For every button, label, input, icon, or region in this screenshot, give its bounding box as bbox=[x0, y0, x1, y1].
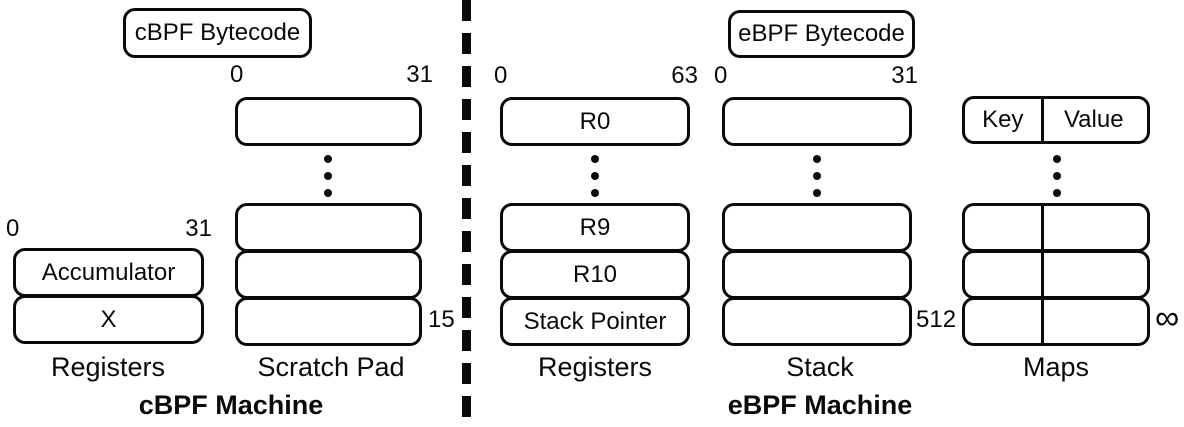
map-cell-divider bbox=[1040, 205, 1044, 250]
ebpf-maps-row bbox=[962, 203, 1150, 252]
ebpf-stack-cell-top bbox=[722, 97, 912, 146]
register-label: R9 bbox=[579, 213, 611, 241]
cbpf-bytecode-box: cBPF Bytecode bbox=[123, 8, 312, 58]
vertical-ellipsis-icon bbox=[813, 155, 821, 197]
vertical-ellipsis-icon bbox=[324, 155, 332, 197]
ebpf-stack-cell-bottom bbox=[722, 297, 912, 346]
cbpf-machine-title: cBPF Machine bbox=[138, 390, 324, 420]
bit-start-label: 0 bbox=[714, 62, 728, 89]
map-cell-divider bbox=[1040, 98, 1044, 142]
bit-end-label: 31 bbox=[185, 215, 212, 242]
vertical-ellipsis-icon bbox=[1053, 155, 1061, 197]
ebpf-registers-bit-range: 0 63 bbox=[494, 63, 698, 89]
maps-value-header: Value bbox=[1063, 106, 1124, 133]
ebpf-maps-header-row: Key Value bbox=[962, 96, 1150, 144]
cbpf-scratchpad-cell-bottom bbox=[235, 297, 422, 346]
bit-start-label: 0 bbox=[494, 62, 508, 89]
map-cell-divider bbox=[1040, 252, 1044, 297]
cbpf-scratchpad-cell bbox=[235, 250, 422, 299]
cbpf-scratchpad-cell-top bbox=[235, 97, 422, 146]
ebpf-stack-count: 512 bbox=[916, 306, 957, 333]
ebpf-maps-row bbox=[962, 250, 1150, 299]
ebpf-stack-cell bbox=[722, 250, 912, 299]
ebpf-bytecode-box: eBPF Bytecode bbox=[728, 10, 915, 58]
bit-start-label: 0 bbox=[6, 215, 20, 242]
cbpf-registers-bit-range: 0 31 bbox=[6, 216, 212, 242]
vertical-ellipsis-icon bbox=[591, 155, 599, 197]
bit-start-label: 0 bbox=[230, 61, 244, 88]
cbpf-scratchpad-bit-range: 0 31 bbox=[230, 62, 433, 88]
register-label: Accumulator bbox=[41, 258, 176, 286]
register-label: X bbox=[100, 305, 117, 333]
ebpf-stack-bit-range: 0 31 bbox=[714, 63, 918, 89]
ebpf-stack-column-label: Stack bbox=[786, 352, 854, 382]
ebpf-bytecode-label: eBPF Bytecode bbox=[738, 20, 905, 47]
ebpf-register-r10: R10 bbox=[500, 250, 690, 299]
register-label: Stack Pointer bbox=[523, 307, 667, 335]
ebpf-stack-cell bbox=[722, 203, 912, 252]
bit-end-label: 31 bbox=[406, 61, 433, 88]
cbpf-bytecode-label: cBPF Bytecode bbox=[134, 19, 301, 46]
register-label: R0 bbox=[579, 107, 611, 135]
cbpf-registers-column-label: Registers bbox=[50, 352, 166, 382]
maps-key-header: Key bbox=[982, 106, 1024, 133]
cbpf-scratchpad-count: 15 bbox=[428, 306, 455, 333]
cbpf-scratchpad-column-label: Scratch Pad bbox=[257, 352, 405, 382]
ebpf-machine-title: eBPF Machine bbox=[727, 390, 913, 420]
ebpf-maps-count-infinity: ∞ bbox=[1155, 299, 1180, 337]
bit-end-label: 63 bbox=[671, 62, 698, 89]
machine-divider-dashed-line bbox=[462, 0, 471, 427]
ebpf-maps-row-bottom bbox=[962, 297, 1150, 346]
ebpf-register-stack-pointer: Stack Pointer bbox=[500, 297, 690, 346]
register-label: R10 bbox=[572, 260, 618, 288]
ebpf-registers-column-label: Registers bbox=[537, 352, 653, 382]
cbpf-scratchpad-cell bbox=[235, 203, 422, 252]
bit-end-label: 31 bbox=[891, 62, 918, 89]
map-cell-divider bbox=[1040, 299, 1044, 344]
cbpf-register-x: X bbox=[13, 295, 204, 344]
cbpf-register-accumulator: Accumulator bbox=[13, 248, 204, 297]
ebpf-register-r9: R9 bbox=[500, 203, 690, 252]
ebpf-maps-column-label: Maps bbox=[1022, 352, 1090, 382]
ebpf-register-r0: R0 bbox=[500, 97, 690, 146]
